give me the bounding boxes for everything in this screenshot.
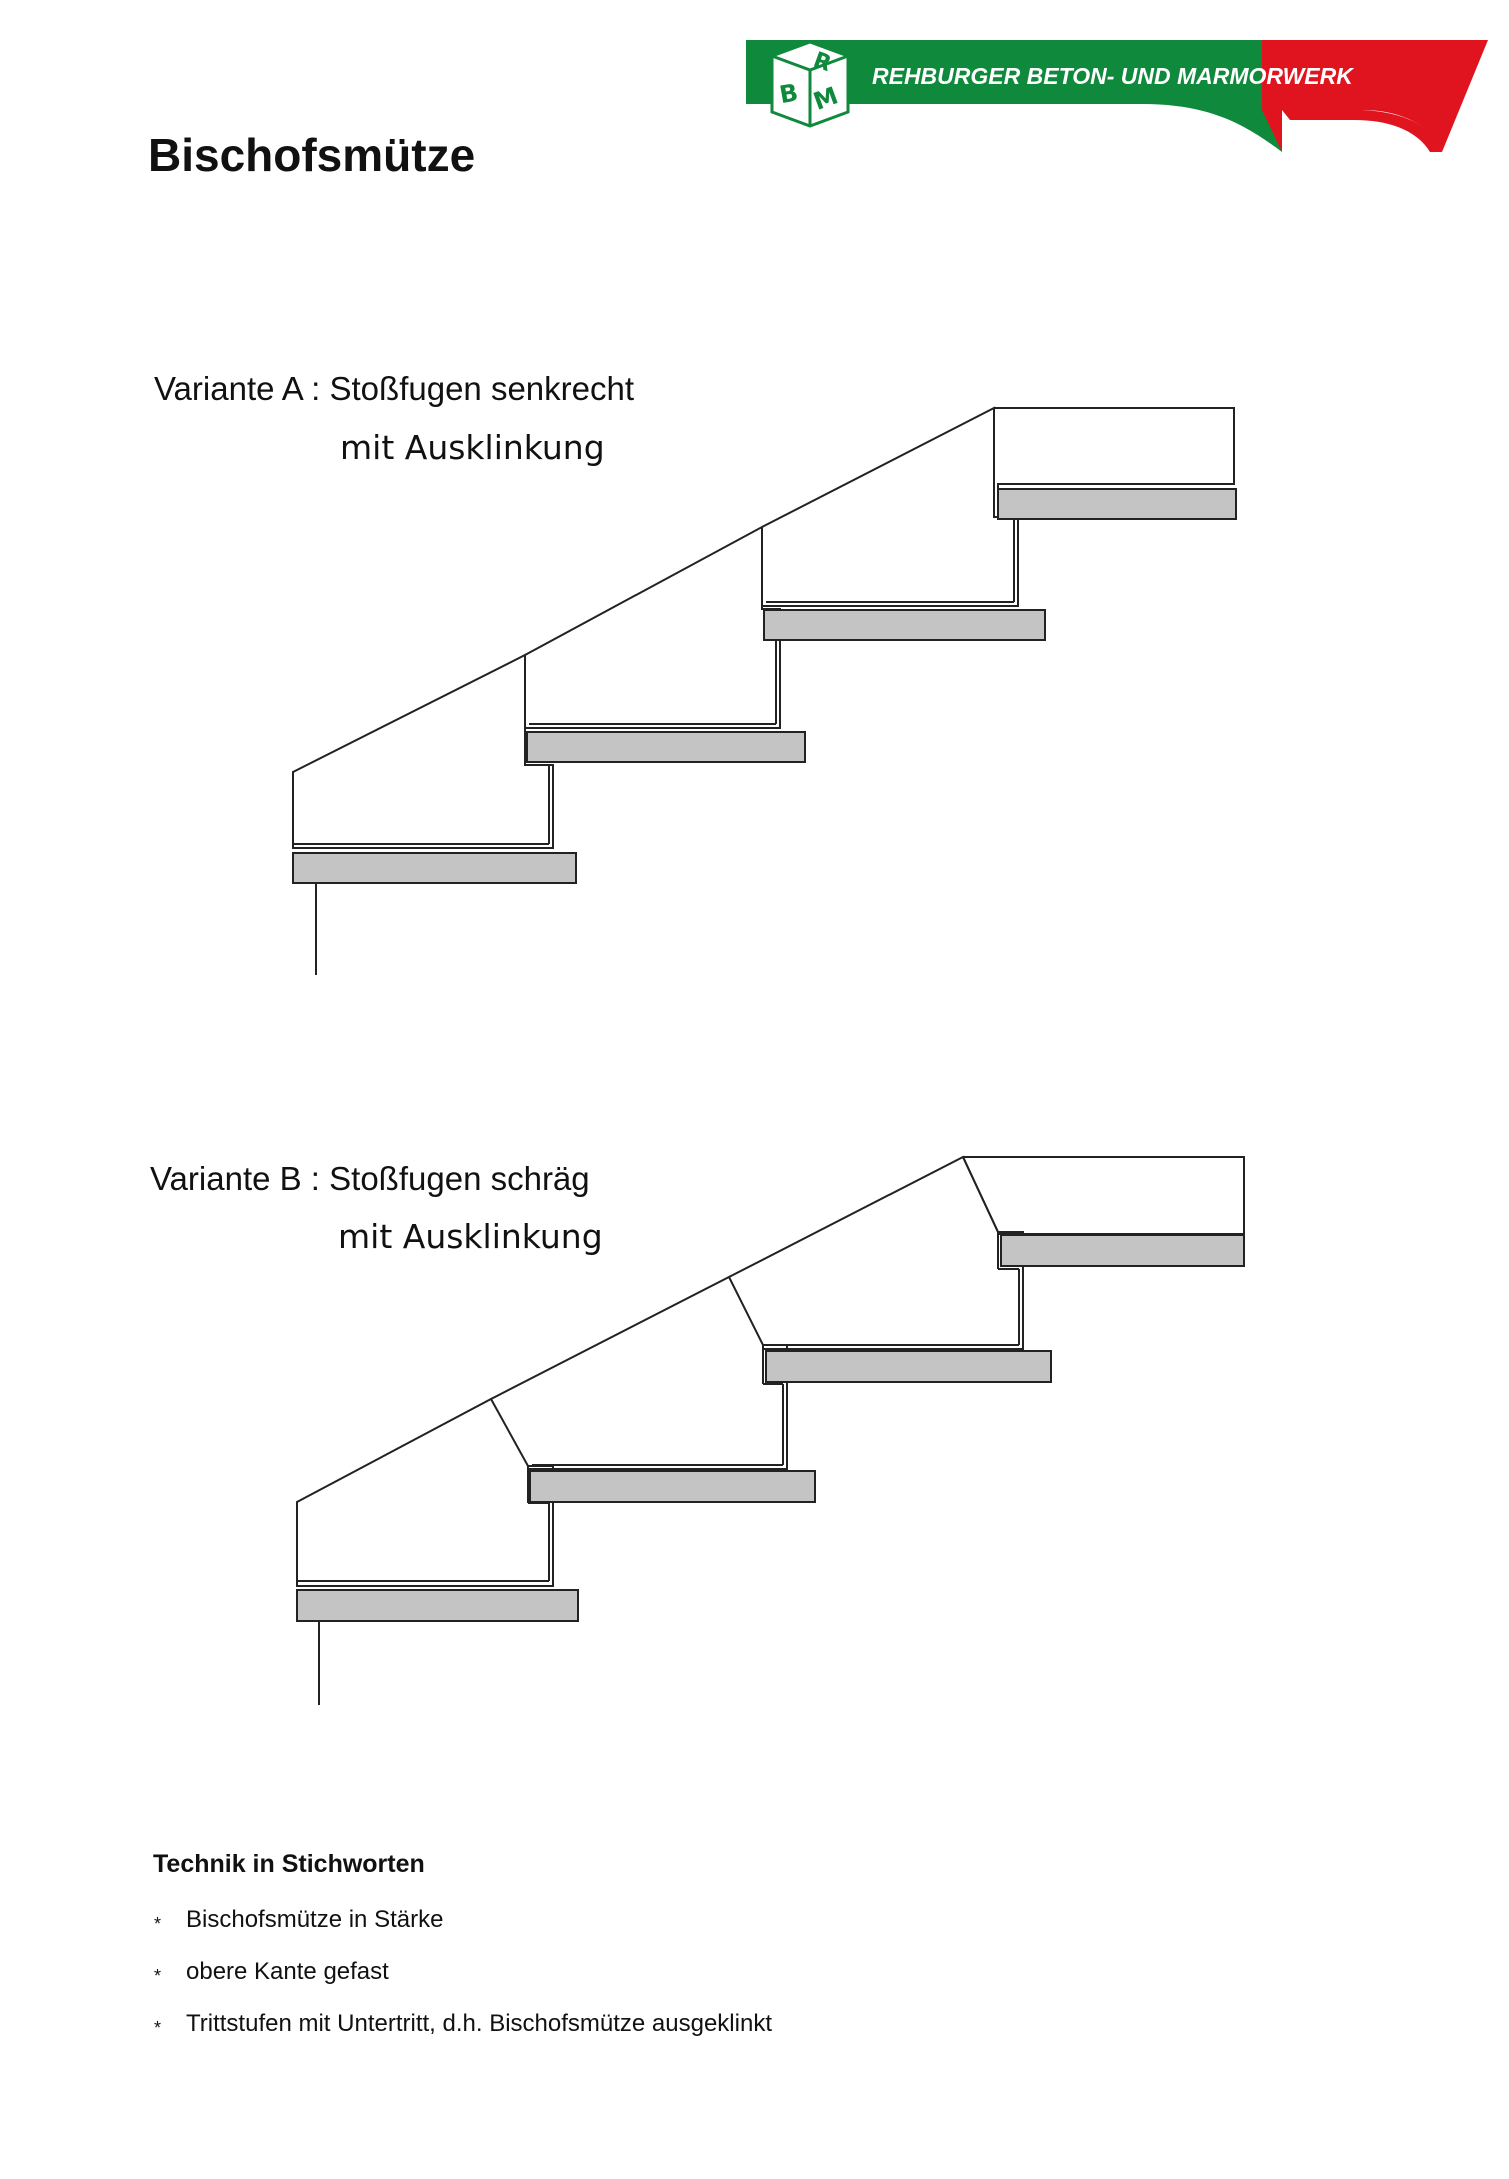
technik-item: * Bischofsmütze in Stärke (150, 1905, 772, 1957)
logo-company-name: REHBURGER BETON- UND MARMORWERK (872, 63, 1354, 89)
logo-green-band (746, 40, 1282, 152)
bullet-star-icon: * (154, 1966, 162, 1986)
technik-item-text: obere Kante gefast (186, 1958, 389, 1985)
variant-b-riser-block-3 (728, 1155, 1024, 1350)
variant-a-riser-block-2 (524, 525, 781, 765)
variant-b-stair-diagram (296, 1155, 1245, 1705)
bullet-star-icon: * (154, 2018, 162, 2038)
technik-item: * obere Kante gefast (150, 1957, 772, 2009)
variant-a-riser-block-1 (292, 653, 554, 849)
variant-b-top-block (963, 1156, 1245, 1235)
variant-b-tread-2 (529, 1470, 816, 1503)
logo-red-band (1262, 40, 1488, 152)
technik-item-text: Trittstufen mit Untertritt, d.h. Bischof… (186, 2010, 772, 2037)
variant-b-subtitle: mit Ausklinkung (338, 1217, 603, 1256)
technik-title: Technik in Stichworten (153, 1850, 425, 1878)
technik-item-text: Bischofsmütze in Stärke (186, 1906, 444, 1933)
variant-a-stair-diagram (292, 406, 1237, 975)
variant-a-tread-3 (763, 609, 1046, 641)
variant-a-tread-1 (292, 852, 577, 884)
variant-b-title: Variante B : Stoßfugen schräg (150, 1160, 590, 1197)
page-title: Bischofsmütze (148, 129, 476, 181)
logo-letter-b: B (777, 78, 800, 109)
logo-red-swoosh (1282, 110, 1442, 152)
bullet-star-icon: * (154, 1914, 162, 1934)
variant-a-subtitle: mit Ausklinkung (340, 428, 605, 467)
variant-b-riser-block-1 (296, 1397, 554, 1587)
variant-a-tread-2 (526, 731, 806, 763)
variant-b-riser-block-2 (490, 1275, 788, 1470)
variant-b-tread-4 (1000, 1234, 1245, 1267)
variant-b-tread-3 (765, 1350, 1052, 1383)
variant-a-riser-block-3 (761, 406, 1019, 609)
logo-cube-icon: R B M (770, 40, 850, 128)
company-logo-banner: R B M REHBURGER BETON- UND MARMORWERK (746, 40, 1488, 152)
variant-a-title: Variante A : Stoßfugen senkrecht (154, 370, 635, 407)
technik-item: * Trittstufen mit Untertritt, d.h. Bisch… (150, 2009, 772, 2061)
variant-b-tread-1 (296, 1589, 579, 1622)
variant-a-tread-4 (997, 488, 1237, 520)
technik-list: * Bischofsmütze in Stärke * obere Kante … (150, 1905, 772, 2061)
